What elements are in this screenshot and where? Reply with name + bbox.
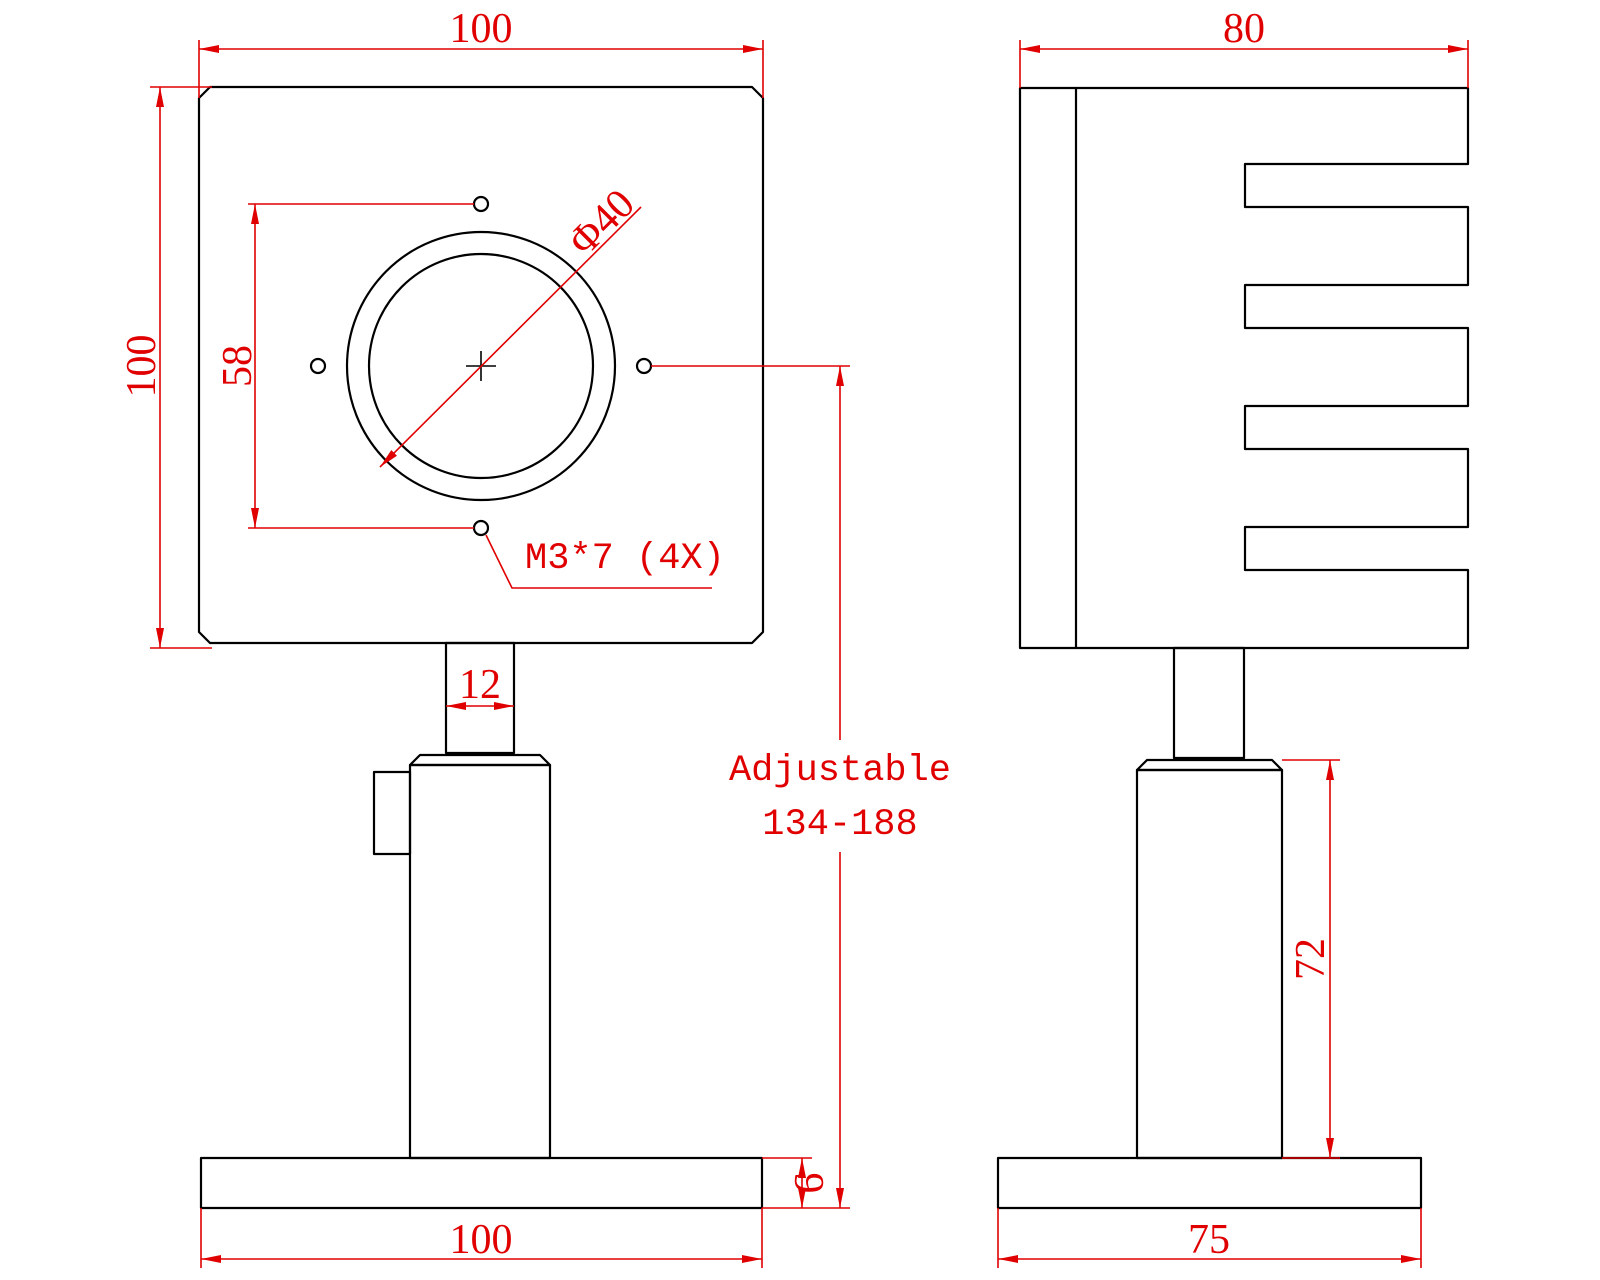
dim-post-width: 12 <box>459 662 501 708</box>
aperture-outer-ring <box>345 230 617 502</box>
dim-base-depth: 75 <box>1188 1217 1230 1263</box>
front-head-plate <box>197 85 765 645</box>
side-heatsink <box>1076 86 1470 650</box>
dim-base-thickness: 9 <box>785 1173 831 1194</box>
dim-front-width: 100 <box>450 6 513 52</box>
side-dimensions: 80 72 75 <box>997 6 1469 1268</box>
adjustable-range: 134-188 <box>762 804 917 846</box>
aperture-inner-ring <box>367 252 595 480</box>
side-post-holder <box>1135 768 1284 1160</box>
side-base <box>996 1156 1423 1210</box>
dim-base-width: 100 <box>450 1217 513 1263</box>
front-post <box>444 641 516 755</box>
locking-knob <box>372 770 412 856</box>
dim-post-height: 72 <box>1288 938 1334 980</box>
side-holder-collar <box>1135 758 1284 772</box>
dim-hole-spacing: 58 <box>215 345 261 387</box>
thread-note: M3*7 (4X) <box>525 538 725 580</box>
side-front-plate <box>1018 86 1078 650</box>
front-base <box>199 1156 764 1210</box>
dim-aperture-diameter: Φ40 <box>560 181 644 265</box>
mount-hole-left <box>309 357 327 375</box>
mount-hole-bottom <box>472 519 490 537</box>
side-post <box>1172 646 1246 760</box>
front-holder-collar <box>408 753 552 767</box>
dim-side-depth: 80 <box>1223 6 1265 52</box>
dim-front-height: 100 <box>119 335 165 398</box>
front-view <box>197 85 765 1210</box>
mount-hole-top <box>472 195 490 213</box>
side-view <box>996 86 1470 1210</box>
mount-hole-right <box>635 357 653 375</box>
front-post-holder <box>408 763 552 1160</box>
front-dimensions: 100 100 58 Φ40 12 M3*7 (4X) Adjustable 1… <box>119 6 951 1268</box>
adjustable-label: Adjustable <box>729 750 951 792</box>
